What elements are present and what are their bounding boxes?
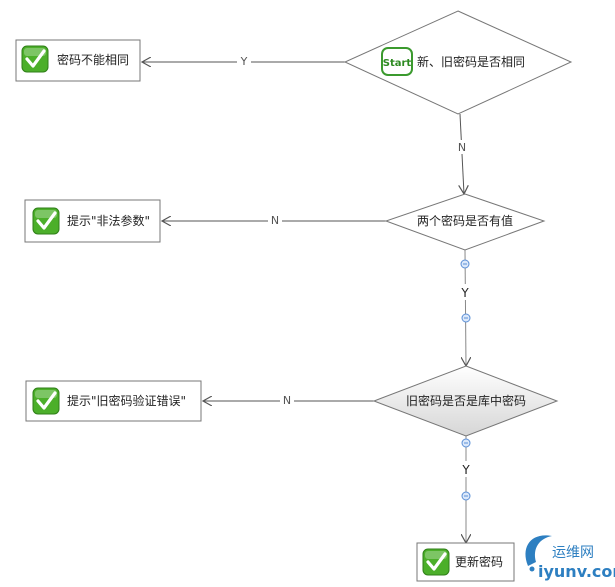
check-icon	[21, 45, 49, 73]
decision-old-password-in-db[interactable]: 旧密码是否是库中密码	[372, 365, 559, 437]
result-update-password[interactable]: 更新密码	[416, 542, 515, 582]
edge-d2-to-d3	[465, 249, 466, 366]
watermark-bottom: iyunv.com	[538, 562, 615, 581]
result-invalid-params[interactable]: 提示"非法参数"	[24, 199, 161, 243]
edge-label-n3: N	[283, 394, 291, 407]
watermark-dot	[529, 566, 535, 572]
edge-label-bg	[237, 54, 251, 68]
decision-1-label: 新、旧密码是否相同	[417, 54, 525, 69]
watermark-swoosh-icon	[525, 535, 552, 566]
edge-label-bg	[268, 213, 282, 227]
check-icon	[422, 548, 450, 576]
edge-label-n1: N	[458, 141, 466, 154]
decision-2-label: 两个密码是否有值	[417, 213, 513, 228]
result-2-label: 提示"非法参数"	[67, 213, 150, 228]
result-1-label: 密码不能相同	[57, 52, 129, 67]
result-old-password-error[interactable]: 提示"旧密码验证错误"	[25, 380, 202, 422]
edge-label-y2: Y	[460, 286, 469, 300]
decision-passwords-same[interactable]: Start 新、旧密码是否相同	[343, 10, 573, 115]
edge-label-bg	[459, 461, 473, 477]
start-badge-label: Start	[383, 58, 412, 69]
result-3-label: 提示"旧密码验证错误"	[67, 393, 186, 408]
watermark-top: 运维网	[552, 545, 594, 561]
edge-label-bg	[280, 393, 294, 407]
edge-label-bg	[458, 284, 472, 300]
decision-passwords-have-value[interactable]: 两个密码是否有值	[384, 193, 546, 251]
edge-label-n2: N	[271, 214, 279, 227]
edge-label-y3: Y	[461, 463, 470, 477]
edge-label-y1: Y	[240, 55, 248, 68]
start-badge: Start	[381, 47, 413, 76]
check-icon	[32, 207, 60, 235]
result-4-label: 更新密码	[455, 554, 503, 569]
edge-label-bg	[455, 140, 469, 154]
watermark: 运维网 iyunv.com	[525, 535, 615, 581]
result-passwords-cannot-match[interactable]: 密码不能相同	[15, 39, 141, 82]
check-icon	[32, 387, 60, 415]
decision-3-label: 旧密码是否是库中密码	[406, 393, 526, 408]
